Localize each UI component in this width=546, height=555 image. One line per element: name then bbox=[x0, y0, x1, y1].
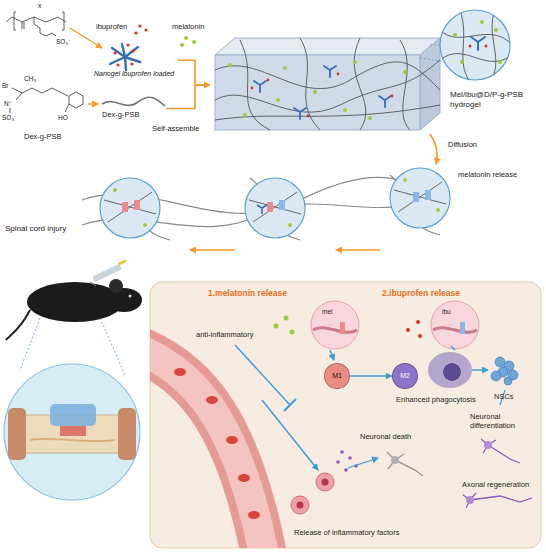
text-label: Spinal cord injury bbox=[5, 224, 66, 234]
text-label: melatonin release bbox=[458, 170, 517, 179]
spinal-cord-zoom bbox=[4, 364, 140, 500]
connector bbox=[178, 60, 210, 85]
text-label: CH₃ bbox=[24, 75, 36, 83]
text-label: N⁺ bbox=[4, 100, 11, 108]
text-label: Diffusion bbox=[448, 140, 477, 149]
text-label: NSCs bbox=[494, 392, 514, 401]
melatonin-dots bbox=[180, 36, 196, 47]
node-text: 1.melatonin release bbox=[208, 288, 287, 298]
node-text: 2.ibuprofen release bbox=[382, 288, 460, 298]
text-label: anti-inflammatory bbox=[196, 330, 254, 339]
dextran-structure bbox=[10, 88, 83, 113]
text-label: HO bbox=[58, 114, 68, 122]
mechanism-panel bbox=[140, 282, 541, 555]
text-label: Release of inflammatory factors bbox=[294, 528, 399, 537]
text-label: ibu bbox=[442, 308, 451, 316]
text-label: Neuronal death bbox=[360, 432, 411, 441]
hydrogel-node: Mel/ibu@D/P-g-PSB hydrogel bbox=[210, 35, 540, 131]
strands bbox=[82, 175, 445, 240]
connector bbox=[166, 85, 210, 109]
text-label: Neuronal differentiation bbox=[470, 412, 536, 430]
text-label: SO₃⁻ bbox=[56, 38, 70, 46]
mouse bbox=[6, 259, 142, 340]
node-text: M2 bbox=[400, 372, 410, 380]
node-text: Mel/ibu@D/P-g-PSB hydrogel bbox=[450, 90, 540, 109]
polymer-strand bbox=[102, 97, 165, 106]
arrow bbox=[336, 249, 380, 251]
text-label: Self-assemble bbox=[152, 124, 200, 133]
node-text: M1 bbox=[332, 372, 342, 380]
text-label: SO₃⁻ bbox=[2, 114, 16, 122]
text-label: Br bbox=[2, 82, 9, 90]
arrow bbox=[430, 134, 437, 164]
arrow bbox=[70, 28, 102, 48]
text-label: Axonal regeneration bbox=[462, 480, 538, 489]
macrophage-m2: M2 bbox=[392, 363, 418, 389]
nanogel-node: Nanogel ibuprofen loaded bbox=[92, 40, 178, 80]
node-text: Nanogel ibuprofen loaded bbox=[94, 70, 176, 78]
zoom-circles bbox=[100, 168, 450, 238]
hydrogel-block bbox=[215, 38, 440, 130]
polymer-structure bbox=[6, 12, 66, 36]
text-label: Enhanced phagocytosis bbox=[396, 395, 476, 404]
magnified-network bbox=[420, 10, 512, 82]
text-label: Dex-g-PSB bbox=[24, 132, 62, 141]
text-label: x bbox=[38, 2, 42, 10]
connector bbox=[350, 375, 392, 377]
ibuprofen-dots bbox=[134, 24, 147, 34]
node-text: Dex-g-PSB bbox=[102, 110, 164, 119]
text-label: ibuprofen bbox=[96, 22, 127, 31]
arrow bbox=[88, 103, 98, 104]
text-label: mel bbox=[322, 308, 332, 316]
text-label: melatonin bbox=[172, 22, 205, 31]
macrophage-m1: M1 bbox=[324, 363, 350, 389]
arrow bbox=[190, 249, 235, 251]
nanogel-icon bbox=[110, 43, 140, 70]
polymer-node: Dex-g-PSB bbox=[100, 97, 166, 120]
